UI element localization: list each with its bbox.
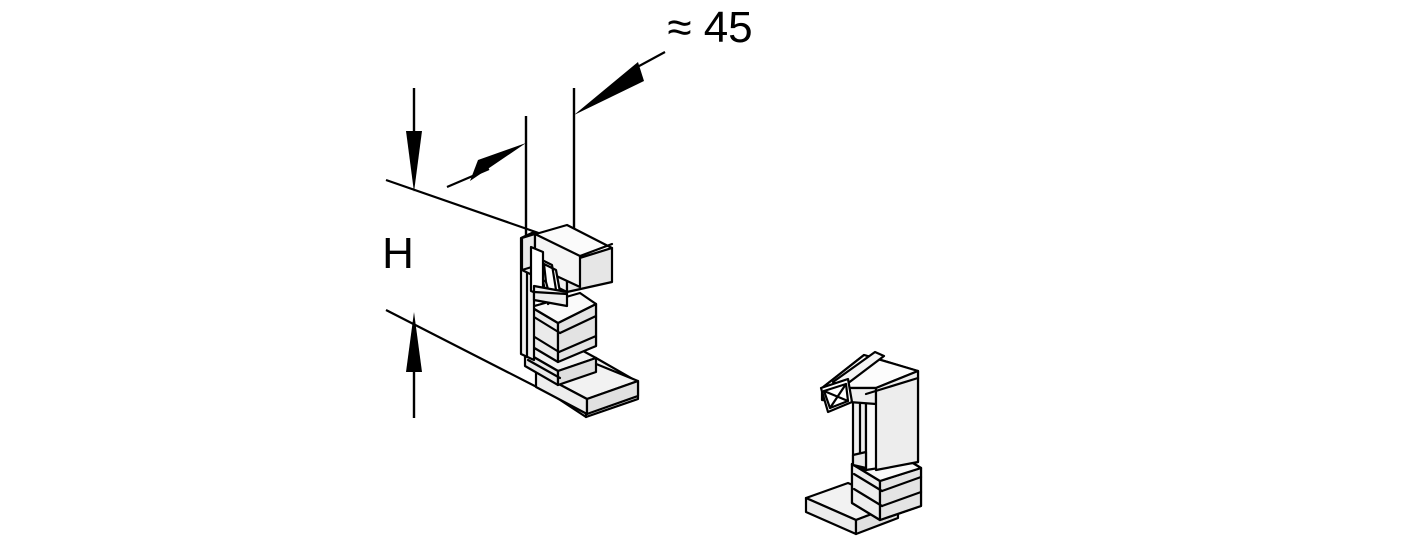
- clamp-head-lip-edge: [578, 242, 614, 258]
- angle-leader: [574, 51, 666, 115]
- secondary-hook-barb-line-2: [828, 382, 848, 410]
- clamp-head-bottom-line: [532, 290, 569, 296]
- height-upper-dimension: [406, 88, 422, 192]
- clamp-bracket-secondary-view: [804, 350, 923, 536]
- secondary-hook-barb-line-1: [822, 389, 850, 403]
- secondary-rib-groove-4: [880, 490, 923, 508]
- middle-body-step-line-4: [557, 334, 598, 354]
- arrow-down-icon: [406, 131, 422, 192]
- lower-rib-right: [556, 356, 598, 387]
- height-dimension-label: H: [382, 229, 414, 278]
- arrow-up-right-icon: [470, 143, 526, 181]
- secondary-head-right-face: [874, 369, 920, 472]
- base-plate-thickness-right: [585, 379, 640, 416]
- secondary-head-to-rib-link: [851, 450, 868, 470]
- width-leader-left: [446, 143, 526, 189]
- arrow-up-icon: [406, 312, 422, 372]
- secondary-rib-groove-3: [852, 487, 884, 508]
- angle-dimension-label: ≈ 45: [667, 3, 752, 52]
- middle-body-step-line-3: [531, 334, 561, 354]
- secondary-rib-groove-1: [852, 472, 884, 493]
- clamp-bracket-primary-view: [519, 223, 640, 419]
- secondary-rib-groove-2: [880, 475, 923, 493]
- middle-body-step-line-2: [558, 314, 598, 335]
- middle-body-step-line-1: [532, 315, 562, 335]
- height-lower-dimension: [406, 312, 422, 418]
- secondary-head-lip-edge: [864, 376, 920, 396]
- lower-rib-groove: [526, 358, 562, 380]
- clamp-head-to-body-link: [532, 284, 569, 308]
- dimension-layer: [385, 51, 666, 418]
- arrow-down-left-icon: [574, 62, 644, 115]
